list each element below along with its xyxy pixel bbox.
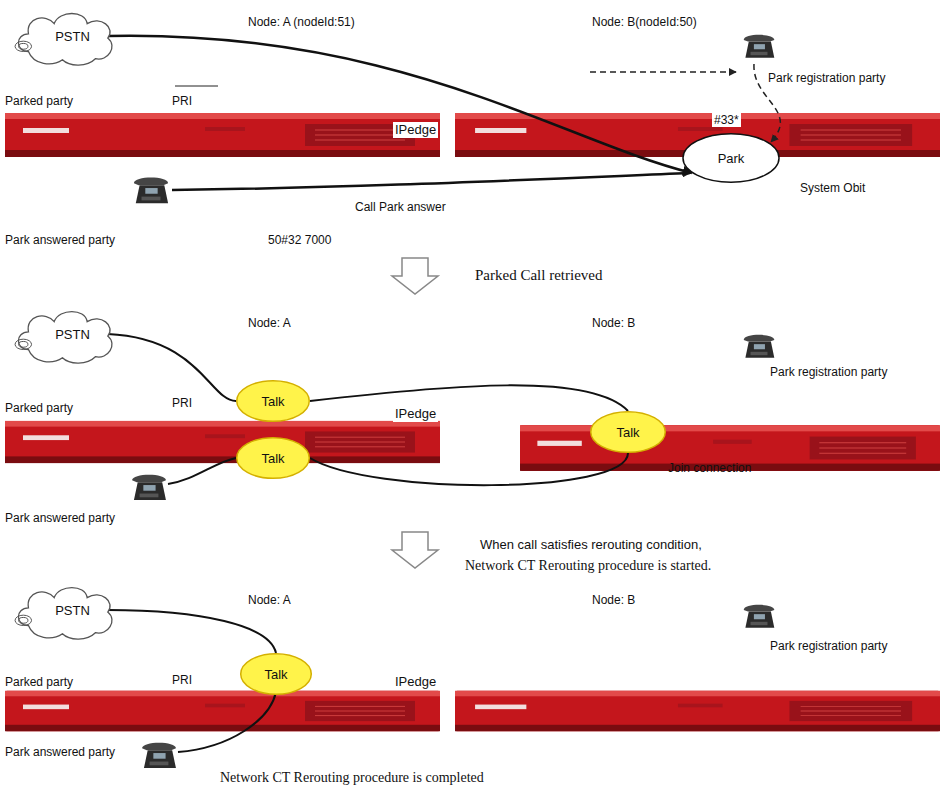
text-label: Park registration party (768, 71, 885, 85)
node-text: Talk (261, 394, 284, 410)
label-box: Join connection (668, 458, 751, 476)
text-label: Parked party (5, 401, 73, 415)
park-ellipse: Park (682, 133, 780, 183)
text-label: Node: B(nodeId:50) (592, 15, 697, 29)
text-label: Parked party (5, 94, 73, 108)
label-box: When call satisfies rerouting condition, (480, 535, 702, 553)
text-label: Node: A (248, 316, 291, 330)
talk-ellipse: Talk (236, 437, 310, 479)
talk-ellipse: Talk (590, 411, 666, 453)
label-box: Parked party (5, 91, 73, 109)
label-box: Node: A (nodeId:51) (248, 12, 355, 30)
network-cloud: PSTN (13, 5, 116, 67)
text-label: Parked Call retrieved (475, 266, 602, 284)
label-box: PRI (172, 393, 192, 411)
text-label: Park answered party (5, 511, 115, 525)
connector-line (310, 385, 628, 411)
label-box: Park registration party (770, 636, 887, 654)
network-cloud: PSTN (13, 303, 116, 365)
label-box: Park registration party (770, 362, 887, 380)
node-text: PSTN (55, 29, 90, 45)
text-label: PRI (172, 94, 192, 108)
label-box: Parked Call retrieved (475, 266, 602, 284)
node-text: Talk (261, 451, 284, 467)
talk-ellipse: Talk (240, 653, 312, 695)
text-label: When call satisfies rerouting condition, (480, 537, 702, 553)
connector-line (310, 453, 628, 485)
talk-ellipse: Talk (236, 380, 310, 422)
label-box: Park registration party (768, 68, 885, 86)
text-label: Node: B (592, 316, 635, 330)
label-box: PRI (172, 91, 192, 109)
text-label: IPedge (393, 122, 438, 138)
text-label: Network CT Rerouting procedure is starte… (465, 558, 711, 575)
text-label: 50#32 7000 (268, 233, 331, 247)
text-label: Node: B (592, 593, 635, 607)
text-label: Park registration party (770, 365, 887, 379)
text-label: Call Park answer (355, 200, 446, 214)
connector-line (108, 36, 692, 173)
text-label: Node: A (248, 593, 291, 607)
label-box: IPedge (393, 672, 438, 690)
text-label: IPedge (393, 674, 438, 690)
connector-line (108, 334, 236, 401)
label-box: Park answered party (5, 230, 115, 248)
text-label: Park answered party (5, 233, 115, 247)
label-box: Node: B(nodeId:50) (592, 12, 697, 30)
label-box: Network CT Rerouting procedure is starte… (465, 556, 711, 575)
text-label: IPedge (393, 406, 438, 422)
text-label: Network CT Rerouting procedure is comple… (220, 770, 484, 787)
label-box: System Obit (800, 178, 865, 196)
text-label: #33* (712, 113, 741, 127)
label-box: Parked party (5, 398, 73, 416)
text-label: Node: A (nodeId:51) (248, 15, 355, 29)
label-box: PRI (172, 670, 192, 688)
text-label: Join connection (668, 461, 751, 475)
node-text: PSTN (55, 603, 90, 619)
text-label: System Obit (800, 181, 865, 195)
node-text: PSTN (55, 327, 90, 343)
network-cloud: PSTN (13, 579, 116, 641)
label-box: Node: B (592, 590, 635, 608)
text-label: Park registration party (770, 639, 887, 653)
node-text: Park (718, 151, 745, 167)
text-label: PRI (172, 673, 192, 687)
connector-line (108, 610, 276, 653)
label-box: IPedge (393, 404, 438, 422)
label-box: Node: B (592, 313, 635, 331)
label-box: Call Park answer (355, 197, 446, 215)
label-box: #33* (712, 110, 741, 128)
label-box: Node: A (248, 313, 291, 331)
label-box: 50#32 7000 (268, 230, 331, 248)
text-label: PRI (172, 396, 192, 410)
text-label: Parked party (5, 675, 73, 689)
label-box: Park answered party (5, 742, 115, 760)
label-box: Parked party (5, 672, 73, 690)
label-box: Node: A (248, 590, 291, 608)
node-text: Talk (264, 667, 287, 683)
node-text: Talk (616, 425, 639, 441)
label-box: Network CT Rerouting procedure is comple… (220, 768, 484, 787)
label-box: Park answered party (5, 508, 115, 526)
label-box: IPedge (393, 120, 438, 138)
text-label: Park answered party (5, 745, 115, 759)
